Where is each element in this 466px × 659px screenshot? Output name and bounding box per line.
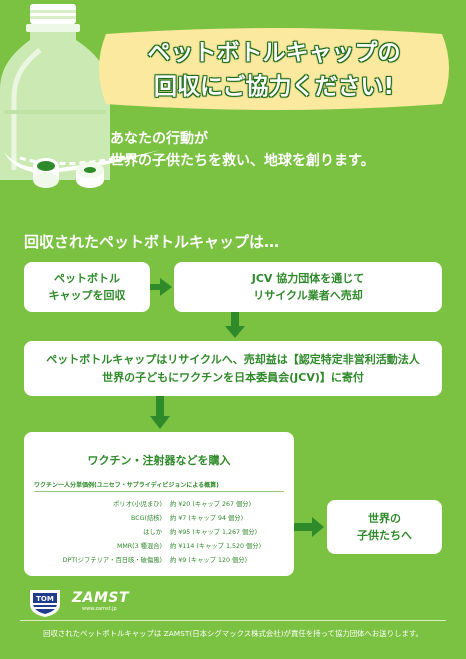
vaccine-table-divider xyxy=(34,491,284,492)
tom-logo-text: TOM xyxy=(36,595,54,603)
vaccine-row: BCG(結核) 約 ¥7 (キャップ 94 個分) xyxy=(24,513,294,525)
headline: ペットボトルキャップの 回収にご協力ください! xyxy=(90,36,458,104)
vaccine-name: はしか xyxy=(143,529,162,536)
flow-step-sell-line-2: リサイクル業者へ売却 xyxy=(253,289,363,302)
zamst-logo-url: www.zamst.jp xyxy=(82,606,117,612)
vaccine-row: はしか 約 ¥95 (キャップ 1,267 個分) xyxy=(24,527,294,539)
vaccine-name: DPT(ジフテリア・百日咳・破傷風) xyxy=(62,557,162,564)
headline-line-1: ペットボトルキャップの xyxy=(147,40,401,66)
bottle-caps-illustration xyxy=(33,158,104,188)
pet-bottle-illustration xyxy=(0,4,110,180)
tagline-line-1: あなたの行動が xyxy=(110,131,208,147)
flow-step-donate-line-1: ペットボトルキャップはリサイクルへ、売却益は【認定特定非営利活動法人 xyxy=(46,352,420,366)
vaccine-name: BCG(結核) xyxy=(131,515,162,522)
vaccine-price: 約 ¥114 (キャップ 1,520 個分) xyxy=(170,543,262,550)
flow-step-collect: ペットボトル キャップを回収 xyxy=(24,262,150,312)
zamst-logo-wordmark: ZAMST xyxy=(72,590,130,606)
vaccine-row: DPT(ジフテリア・百日咳・破傷風) 約 ¥9 (キャップ 120 個分) xyxy=(24,555,294,567)
footer-divider xyxy=(20,620,446,621)
flow-step-collect-line-1: ペットボトル xyxy=(54,272,120,285)
vaccine-price: 約 ¥9 (キャップ 120 個分) xyxy=(170,557,248,564)
flow-step-sell-line-1: JCV 協力団体を通じて xyxy=(251,272,365,285)
zamst-logo: ZAMST www.zamst.jp xyxy=(72,590,129,613)
tagline: あなたの行動が 世界の子供たちを救い、地球を創ります。 xyxy=(110,128,375,172)
flow-step-collect-line-2: キャップを回収 xyxy=(48,289,126,302)
flow-step-children-line-2: 子供たちへ xyxy=(357,529,412,542)
flow-step-purchase: ワクチン・注射器などを購入 ワクチン一人分単価例(ユニセフ・サプライディビジョン… xyxy=(24,432,294,576)
vaccine-price: 約 ¥95 (キャップ 1,267 個分) xyxy=(170,529,258,536)
headline-line-2: 回収にご協力ください! xyxy=(153,74,395,100)
vaccine-price-note: ワクチン一人分単価例(ユニセフ・サプライディビジョンによる概算) xyxy=(34,482,219,489)
vaccine-row: ポリオ(小児まひ) 約 ¥20 (キャップ 267 個分) xyxy=(24,499,294,511)
headline-banner: ペットボトルキャップの 回収にご協力ください! xyxy=(90,28,458,110)
vaccine-name: ポリオ(小児まひ) xyxy=(113,501,162,508)
tagline-line-2: 世界の子供たちを救い、地球を創ります。 xyxy=(110,153,375,169)
footer-note: 回収されたペットボトルキャップは ZAMST(日本シグマックス株式会社)が責任を… xyxy=(43,629,423,638)
flow-step-donate-line-2: 世界の子どもにワクチンを日本委員会(JCV)】に寄付 xyxy=(102,370,364,384)
section-title: 回収されたペットボトルキャップは… xyxy=(24,233,280,251)
flow-step-purchase-title: ワクチン・注射器などを購入 xyxy=(87,454,231,467)
vaccine-price: 約 ¥7 (キャップ 94 個分) xyxy=(170,515,244,522)
vaccine-name: MMR(3 種混合) xyxy=(116,543,162,550)
flow-step-children: 世界の 子供たちへ xyxy=(327,500,442,554)
tom-logo: TOM xyxy=(30,590,60,617)
flow-step-donate: ペットボトルキャップはリサイクルへ、売却益は【認定特定非営利活動法人 世界の子ど… xyxy=(24,341,442,396)
vaccine-price: 約 ¥20 (キャップ 267 個分) xyxy=(170,501,252,508)
flow-step-sell: JCV 協力団体を通じて リサイクル業者へ売却 xyxy=(174,262,442,312)
flow-step-children-line-1: 世界の xyxy=(368,512,401,525)
vaccine-row: MMR(3 種混合) 約 ¥114 (キャップ 1,520 個分) xyxy=(24,541,294,553)
